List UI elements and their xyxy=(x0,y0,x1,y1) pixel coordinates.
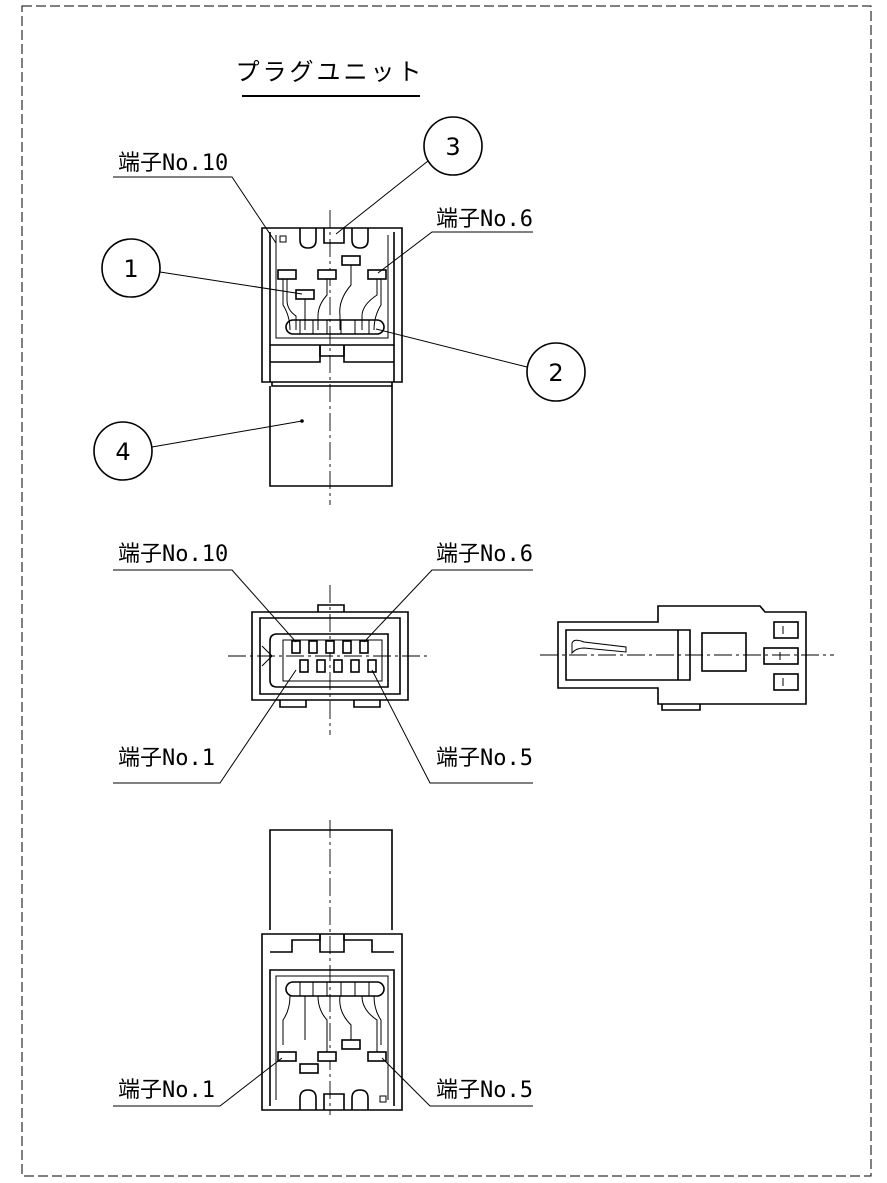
svg-text:端子No.10: 端子No.10 xyxy=(118,151,228,176)
sheet-border xyxy=(21,5,872,1177)
top-view-label-left: 端子No.10 xyxy=(113,151,277,244)
balloon-2: 2 xyxy=(375,328,586,402)
svg-text:端子No.1: 端子No.1 xyxy=(118,746,215,771)
top-view-cable xyxy=(269,386,393,487)
balloon-1: 1 xyxy=(101,238,303,298)
svg-text:端子No.6: 端子No.6 xyxy=(436,207,533,232)
top-view-label-right: 端子No.6 xyxy=(377,207,533,274)
balloon-3: 3 xyxy=(335,116,483,235)
front-view-housing xyxy=(251,611,409,701)
svg-text:端子No.6: 端子No.6 xyxy=(436,542,533,567)
svg-text:2: 2 xyxy=(548,359,563,387)
svg-text:端子No.10: 端子No.10 xyxy=(118,542,228,567)
svg-text:端子No.5: 端子No.5 xyxy=(436,746,533,771)
top-view-inner-wall xyxy=(269,232,395,346)
top-view-housing xyxy=(261,227,403,383)
front-view xyxy=(228,585,430,735)
top-view xyxy=(261,210,403,505)
front-label-bottom-left: 端子No.1 xyxy=(113,669,297,784)
balloon-4: 4 xyxy=(93,420,303,481)
drawing-title: プラグユニット xyxy=(236,58,425,86)
bottom-label-right: 端子No.5 xyxy=(381,1057,533,1107)
svg-text:4: 4 xyxy=(115,438,130,466)
svg-text:端子No.5: 端子No.5 xyxy=(436,1078,533,1103)
bottom-label-left: 端子No.1 xyxy=(113,1057,283,1107)
svg-text:1: 1 xyxy=(123,255,138,283)
svg-text:端子No.1: 端子No.1 xyxy=(118,1078,215,1103)
side-view xyxy=(540,605,834,711)
bottom-view-cable xyxy=(269,829,393,930)
front-label-top-right: 端子No.6 xyxy=(363,542,533,643)
bottom-view xyxy=(261,820,403,1115)
bottom-view-housing xyxy=(261,933,403,1111)
front-label-top-left: 端子No.10 xyxy=(113,542,297,643)
front-view-cavity xyxy=(269,633,389,688)
side-view-body xyxy=(557,605,807,705)
svg-text:3: 3 xyxy=(445,133,460,161)
front-label-bottom-right: 端子No.5 xyxy=(371,669,533,784)
